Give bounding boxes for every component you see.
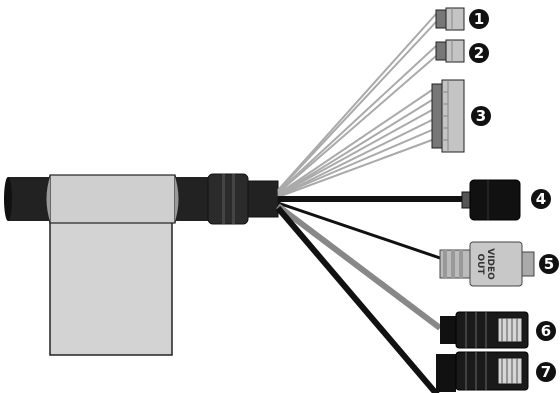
connector-7 (436, 351, 529, 392)
badge-2-label: 2 (474, 44, 484, 62)
badge-7-label: 7 (541, 363, 551, 381)
wires-gray-top (277, 13, 437, 198)
connector-1 (435, 7, 465, 31)
connector-5: VIDEO OUT (439, 241, 535, 287)
badge-6-label: 6 (541, 322, 551, 340)
badge-4: 4 (531, 189, 551, 209)
badge-2: 2 (469, 43, 489, 63)
badge-5: 5 (539, 254, 559, 274)
video-out-line2: OUT (475, 253, 485, 275)
badge-4-label: 4 (536, 190, 546, 208)
main-cable (4, 173, 279, 225)
badge-3-label: 3 (476, 107, 486, 125)
badge-5-label: 5 (544, 255, 554, 273)
badge-6: 6 (536, 321, 556, 341)
connector-4 (461, 179, 521, 221)
wires-lower (275, 196, 465, 393)
video-out-line1: VIDEO (485, 248, 495, 280)
badge-1: 1 (469, 9, 489, 29)
strain-relief (207, 173, 249, 225)
badge-1-label: 1 (474, 10, 484, 28)
cable-sleeve (49, 174, 176, 224)
badge-3: 3 (471, 106, 491, 126)
connector-6 (440, 311, 529, 349)
connector-2 (435, 39, 465, 63)
badge-7: 7 (536, 362, 556, 382)
connector-3 (431, 79, 465, 153)
cable-tag (49, 204, 173, 356)
